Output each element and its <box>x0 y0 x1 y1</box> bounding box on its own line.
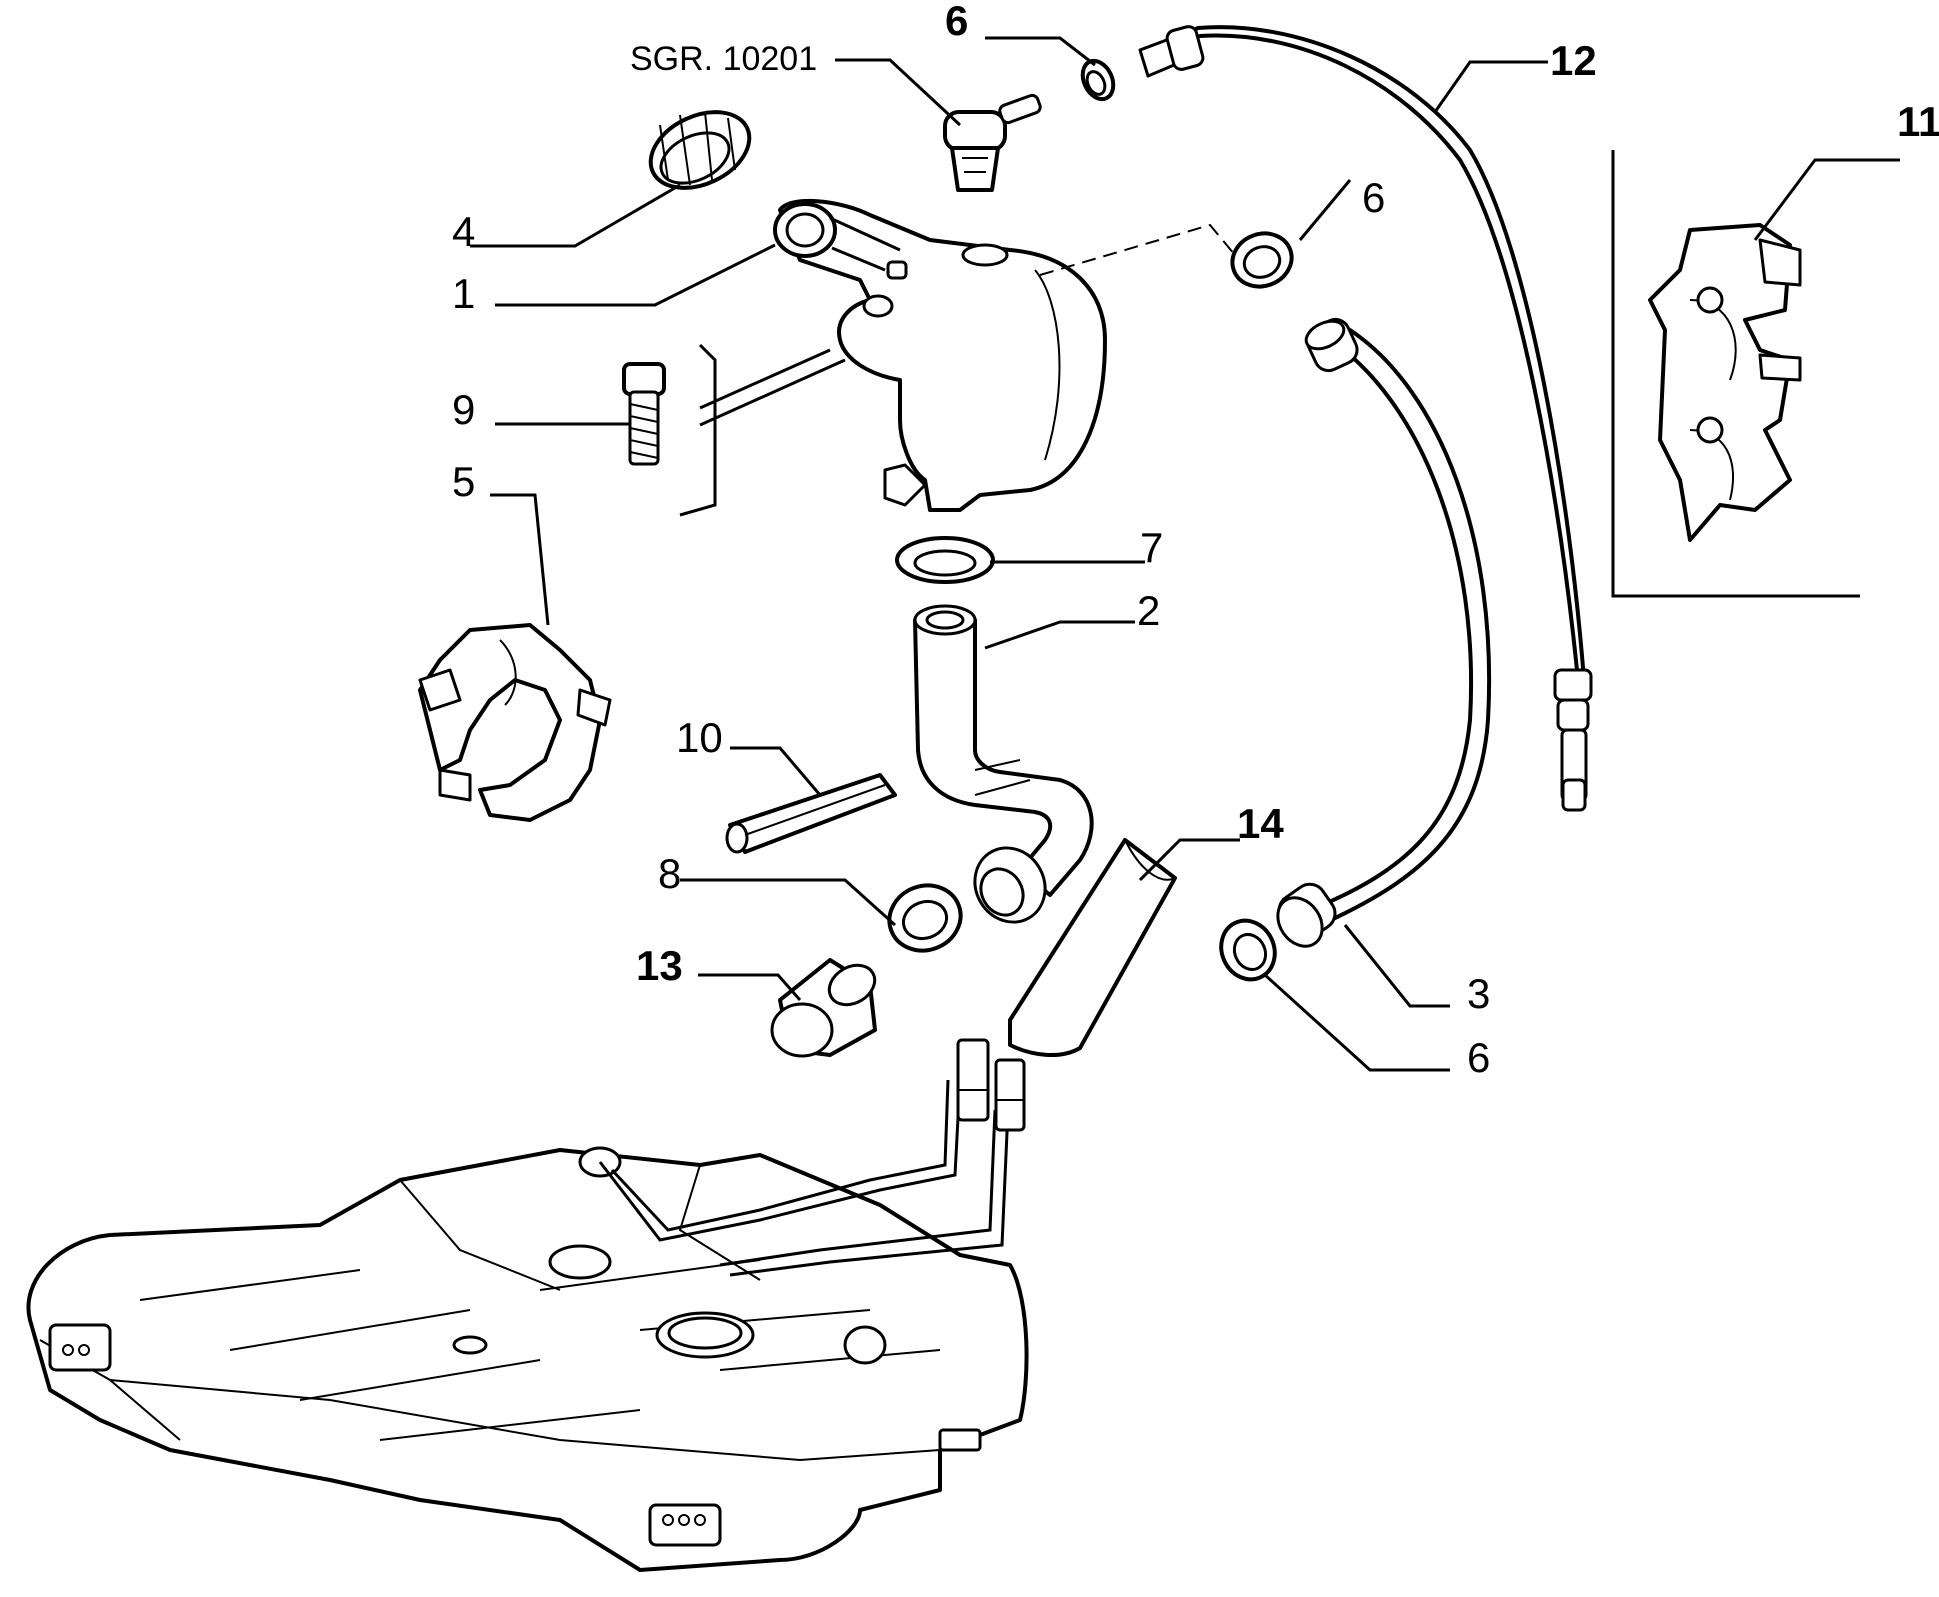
label-4: 4 <box>452 208 475 255</box>
part-4-cap-ring <box>648 110 752 190</box>
leader-lines <box>470 36 1900 1072</box>
label-6-mid: 6 <box>1362 174 1385 221</box>
label-6-top: 6 <box>945 0 968 44</box>
part-8-clamp <box>887 883 963 953</box>
part-9-bolt <box>622 362 666 466</box>
part-6-clamp-bottom <box>1219 918 1277 982</box>
label-9: 9 <box>452 386 475 433</box>
part-6-clamp-top <box>1080 58 1116 102</box>
label-13: 13 <box>636 942 683 989</box>
label-6-bottom: 6 <box>1467 1034 1490 1081</box>
part-6-clamp-mid <box>1230 231 1294 289</box>
label-10: 10 <box>676 714 723 761</box>
part-14-gasket <box>1008 838 1177 1057</box>
dashed-leader-1-6 <box>1039 223 1236 276</box>
label-3: 3 <box>1467 970 1490 1017</box>
label-1: 1 <box>452 270 475 317</box>
label-sgr-10201: SGR. 10201 <box>630 40 817 78</box>
label-8: 8 <box>658 850 681 897</box>
label-11: 11 <box>1897 98 1939 145</box>
part-13-sleeve <box>770 958 877 1058</box>
part-11-bracket <box>1648 223 1802 542</box>
part-1-filler-neck <box>773 199 1107 512</box>
label-2: 2 <box>1137 587 1160 634</box>
part-10-strip <box>725 773 897 854</box>
part-5-clip-bracket <box>418 623 612 822</box>
part-3-hose <box>1276 317 1492 948</box>
label-5: 5 <box>452 458 475 505</box>
label-7: 7 <box>1140 524 1163 571</box>
fuel-tank <box>26 1038 1029 1572</box>
label-14: 14 <box>1237 800 1284 847</box>
part-2-bent-tube <box>913 604 1094 924</box>
part-7-ring-seal <box>895 536 995 584</box>
part-valve-sgr <box>943 93 1042 192</box>
label-12: 12 <box>1550 37 1597 84</box>
part-12-long-hose <box>1138 25 1593 812</box>
